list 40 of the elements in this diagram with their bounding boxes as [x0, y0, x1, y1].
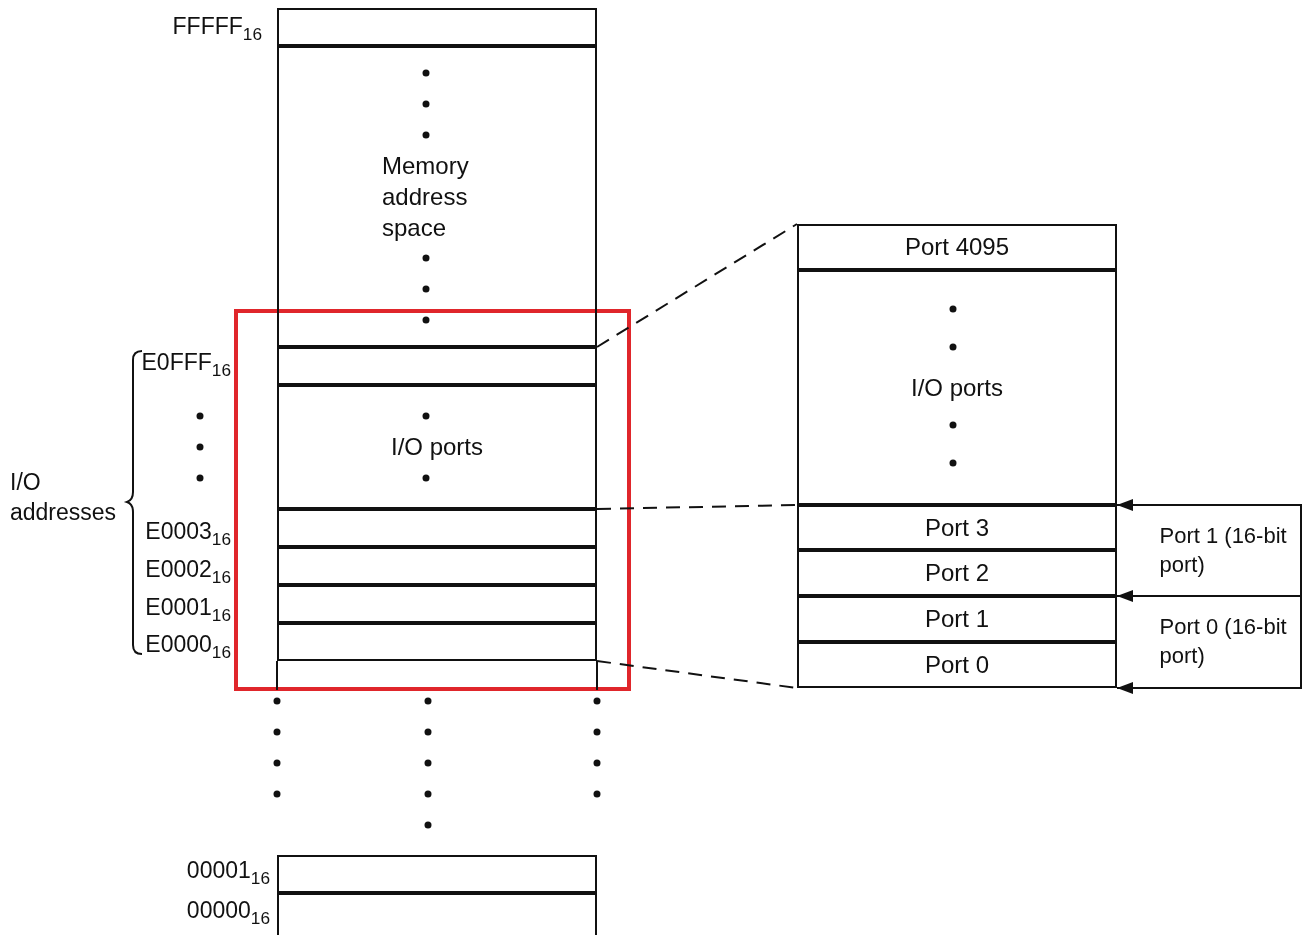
address-label: E0003$_{16}$: [145, 517, 231, 547]
address-label: FFFFF$_{16}$: [172, 12, 262, 42]
memory-cell-box: [277, 347, 597, 385]
arrow: [1116, 590, 1302, 602]
memory-cell-box: [277, 585, 597, 623]
memory-region-box: [797, 505, 1117, 550]
region-label: I/O ports: [391, 432, 483, 463]
memory-region-box: [797, 550, 1117, 596]
region-label: I/O ports: [911, 372, 1003, 403]
memory-region-box: [277, 385, 597, 509]
port-group-label: Port 0 (16-bit port): [1150, 596, 1301, 688]
dashed-projection-line: [596, 223, 798, 348]
dashed-projection-line: [596, 504, 798, 510]
memory-cell-box: [277, 855, 597, 893]
address-label: 00001$_{16}$: [186, 856, 270, 886]
memory-cell-box: [277, 8, 597, 46]
region-label: Port 3: [925, 512, 989, 543]
arrow: [1116, 595, 1302, 694]
memory-cell-box: [277, 623, 597, 661]
address-label: E0000$_{16}$: [145, 630, 231, 660]
region-label: Port 2: [925, 558, 989, 589]
memory-region-box: [797, 270, 1117, 505]
memory-cell-box: [277, 893, 597, 935]
region-label: Port 1: [925, 604, 989, 635]
memory-cell-box: [277, 547, 597, 585]
group-label: I/O addresses: [10, 468, 118, 527]
address-label: 00000$_{16}$: [186, 896, 270, 926]
address-label: E0FFF$_{16}$: [141, 348, 231, 378]
region-label: Port 0: [925, 650, 989, 681]
memory-region-box: [277, 46, 597, 347]
memory-region-box: [797, 224, 1117, 270]
arrow: [1116, 499, 1302, 597]
region-label: Memory address space: [382, 150, 470, 244]
memory-cell-box: [277, 509, 597, 547]
address-label: E0001$_{16}$: [145, 593, 231, 623]
memory-region-box: [797, 642, 1117, 688]
address-label: E0002$_{16}$: [145, 555, 231, 585]
port-group-label: Port 1 (16-bit port): [1150, 505, 1301, 596]
memory-region-box: [797, 596, 1117, 642]
region-label: Port 4095: [904, 232, 1010, 263]
